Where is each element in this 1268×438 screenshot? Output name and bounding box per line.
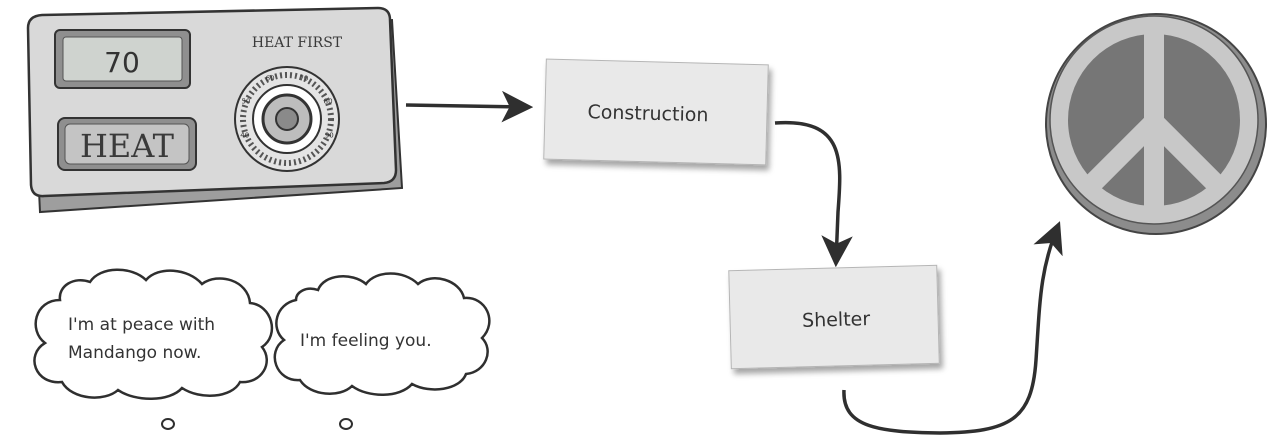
dial-tick-label: 60 (266, 74, 275, 82)
dial-tick-label: 40 (240, 131, 249, 139)
construction-card: Construction (543, 58, 769, 166)
arrow-construction-to-shelter (774, 120, 853, 268)
arrow-shelter-to-peace (842, 221, 1063, 435)
dial-tick-label: 90 (325, 131, 334, 139)
thermostat-icon: 70 HEAT HEAT FIRST 40 50 60 70 80 90 (26, 6, 404, 214)
heat-button: HEAT (57, 117, 197, 171)
thought-cloud-right: I'm feeling you. (273, 272, 491, 430)
shelter-card: Shelter (728, 264, 940, 370)
thought-left-line-1: I'm at peace with (68, 315, 215, 335)
thought-left-line-2: Mandango now. (68, 343, 201, 363)
dial-tick-labels: 40 50 60 70 80 90 (240, 74, 334, 139)
dial-tick-label: 70 (299, 74, 308, 82)
temperature-display: 70 (54, 29, 191, 89)
shelter-label: Shelter (802, 308, 871, 332)
thought-cloud-left: I'm at peace with Mandango now. (33, 268, 274, 430)
temperature-value: 70 (104, 46, 140, 79)
thought-bubble-dot (339, 418, 353, 430)
thought-bubble-dot (161, 418, 175, 430)
arrow-thermostat-to-construction (405, 90, 534, 123)
thermostat-brand-label: HEAT FIRST (252, 35, 343, 51)
dial-tick-label: 80 (324, 98, 333, 106)
dial-tick-label: 50 (241, 98, 250, 106)
thermostat-dial: 40 50 60 70 80 90 (234, 66, 340, 172)
peace-symbol-icon (1045, 13, 1267, 235)
construction-label: Construction (587, 101, 709, 126)
heat-button-label: HEAT (80, 127, 175, 165)
thought-left-text: I'm at peace with Mandango now. (68, 315, 221, 363)
thought-right-text: I'm feeling you. (300, 331, 432, 351)
